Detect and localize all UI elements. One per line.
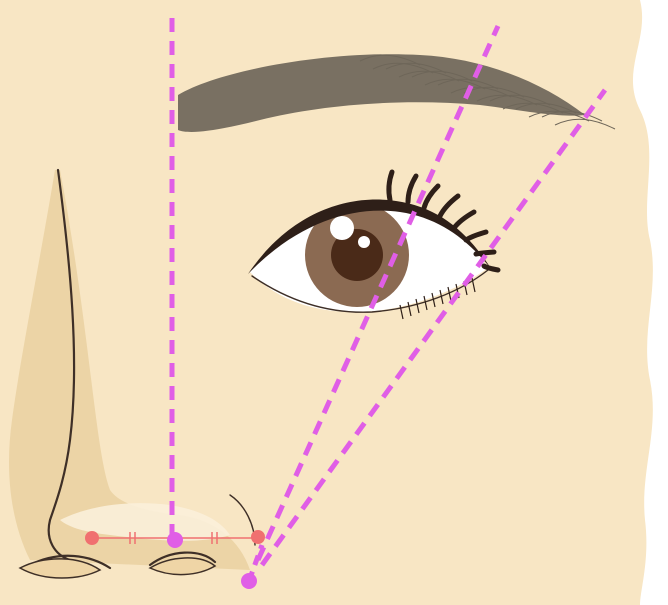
eyebrow-hairs [359, 54, 616, 130]
eye-reflection-small [358, 236, 370, 248]
lower-eyelash [439, 289, 444, 305]
eyelash [451, 209, 477, 231]
eye-reflection-large [330, 216, 354, 240]
eyelash [481, 263, 501, 273]
nose-highlight [60, 503, 230, 541]
nose-outline [47, 168, 76, 562]
eyebrow-hair [554, 118, 616, 130]
eyebrow-hair [359, 54, 421, 66]
guide-brow-tail [259, 88, 608, 567]
nostril-right [148, 557, 217, 576]
eyebrow-hair [489, 94, 551, 106]
lower-eyelash [431, 292, 436, 308]
eyebrow [178, 54, 585, 132]
eyelash [473, 249, 497, 257]
marker-lip-corner [241, 573, 257, 589]
eyebrow-hair [437, 78, 499, 90]
eyelashes [386, 169, 501, 320]
marker-nose-wing-inner [85, 531, 99, 545]
eyelash [386, 169, 395, 203]
eyelash [421, 183, 441, 211]
eyebrow-hair [411, 70, 473, 82]
eyelash [463, 229, 489, 243]
guide-brow-arch [255, 24, 501, 562]
eyebrow-hair [541, 110, 603, 122]
equal-segment-ticks [129, 532, 218, 544]
lower-eyelash [399, 304, 404, 320]
marker-nose-wing-center [167, 532, 183, 548]
lower-eyelash [447, 286, 452, 302]
eyelash [437, 193, 461, 219]
eyelash [405, 173, 419, 205]
marker-nose-wing-outer [251, 530, 265, 544]
lower-eyelash [415, 298, 420, 314]
lower-eyelash [471, 277, 476, 293]
nostril-left [18, 558, 102, 579]
eyebrow-hair [385, 62, 447, 74]
eyebrow-hair [515, 102, 577, 114]
lower-eyelid [251, 269, 489, 313]
lower-eyelash [423, 295, 428, 311]
upper-eyelid [248, 199, 492, 274]
lower-eyelash [407, 301, 412, 317]
